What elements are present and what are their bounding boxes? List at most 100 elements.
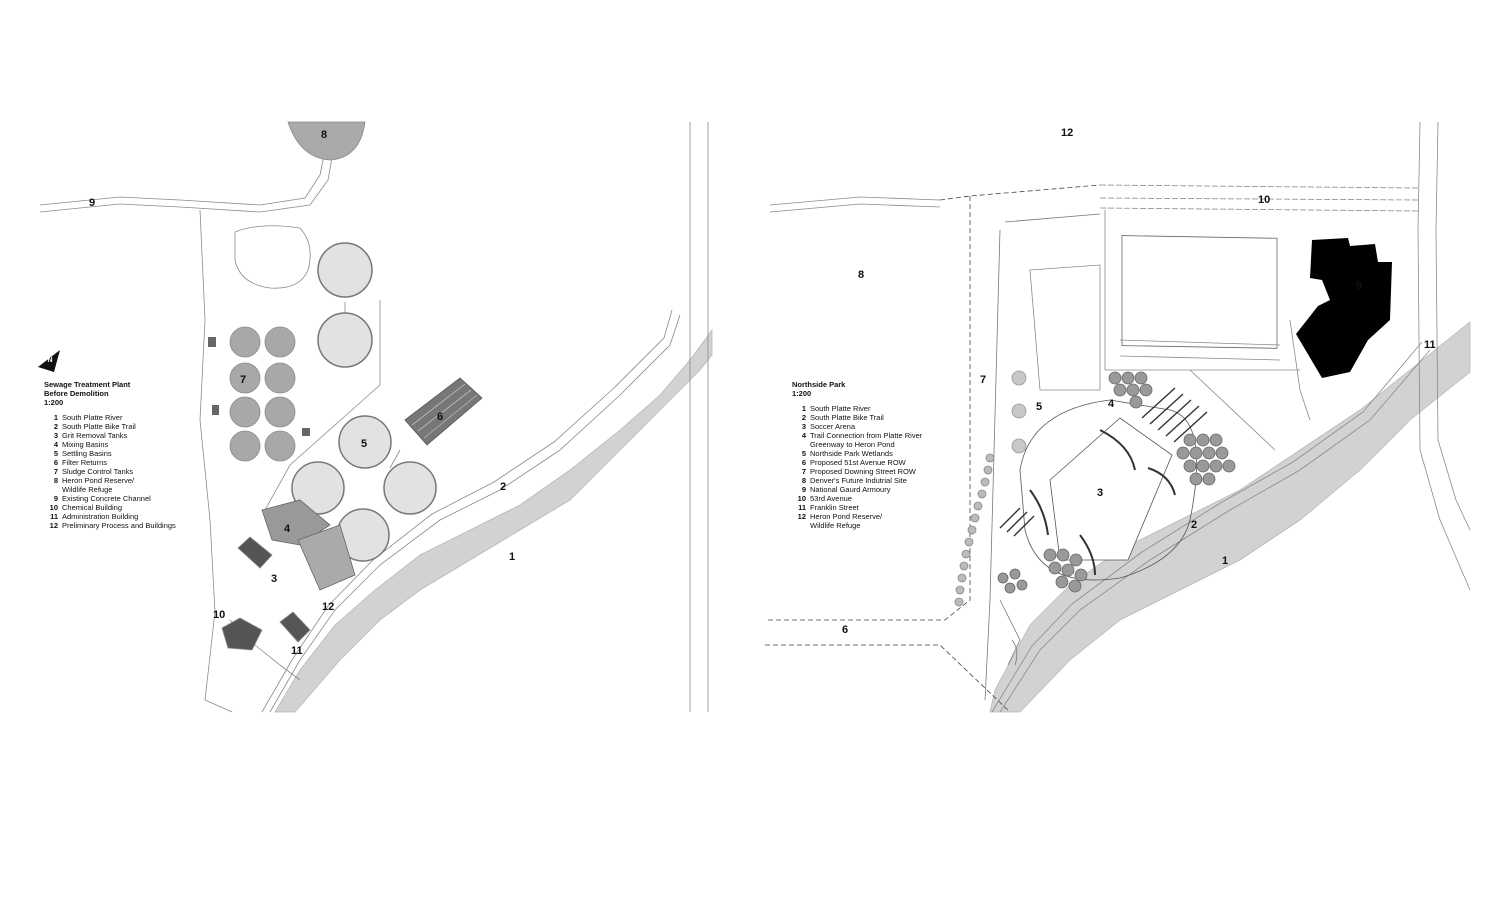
legend-item-number: 6 bbox=[801, 458, 806, 467]
legend-item-label: Chemical Building bbox=[62, 503, 123, 512]
left-settling-basin bbox=[317, 312, 373, 368]
right-street-trees bbox=[954, 453, 995, 607]
left-bike-trail bbox=[269, 314, 681, 713]
right-legend-item: 5 Northside Park Wetlands bbox=[792, 449, 952, 458]
legend-item-number: 8 bbox=[53, 476, 58, 485]
legend-item-label: Trail Connection from Platte River Green… bbox=[810, 431, 923, 449]
legend-item-number: 8 bbox=[801, 476, 806, 485]
right-marker-9: 9 bbox=[1356, 280, 1362, 292]
left-heron-pond bbox=[287, 121, 366, 161]
left-legend-item: 1 South Platte River bbox=[44, 413, 194, 422]
right-legend-item: 1 South Platte River bbox=[792, 404, 952, 413]
legend-item-label: South Platte Bike Trail bbox=[810, 413, 884, 422]
right-legend-title: Northside Park bbox=[792, 380, 846, 389]
legend-item-label: Settling Basins bbox=[62, 449, 112, 458]
legend-item-number: 11 bbox=[50, 512, 58, 521]
legend-item-label: Heron Pond Reserve/ Wildlife Refuge bbox=[810, 512, 883, 530]
right-marker-2: 2 bbox=[1191, 519, 1197, 531]
legend-item-number: 4 bbox=[801, 431, 806, 440]
legend-item-label: South Platte River bbox=[62, 413, 123, 422]
legend-item-label: Filter Returns bbox=[62, 458, 108, 467]
left-marker-6: 6 bbox=[437, 411, 443, 423]
right-site-plan bbox=[765, 121, 1471, 713]
legend-item-number: 5 bbox=[801, 449, 806, 458]
legend-item-number: 5 bbox=[53, 449, 58, 458]
left-settling-basin bbox=[338, 415, 392, 469]
legend-item-label: Preliminary Process and Buildings bbox=[62, 521, 176, 530]
legend-item-number: 9 bbox=[53, 494, 58, 503]
left-settling-basin bbox=[317, 242, 373, 298]
legend-item-label: Grit Removal Tanks bbox=[62, 431, 128, 440]
left-legend-scale: 1:200 bbox=[44, 398, 64, 407]
left-wetland-outline bbox=[234, 225, 311, 289]
left-marker-3: 3 bbox=[271, 573, 277, 585]
right-marker-10: 10 bbox=[1258, 194, 1270, 206]
legend-item-label: National Gaurd Armoury bbox=[810, 485, 891, 494]
left-marker-12: 12 bbox=[322, 601, 334, 613]
right-parking bbox=[1104, 210, 1311, 451]
legend-item-number: 3 bbox=[801, 422, 806, 431]
legend-item-label: Heron Pond Reserve/ Wildlife Refuge bbox=[62, 476, 135, 494]
right-marker-3: 3 bbox=[1097, 487, 1103, 499]
legend-item-number: 1 bbox=[53, 413, 58, 422]
legend-item-label: 53rd Avenue bbox=[810, 494, 852, 503]
right-53rd-avenue bbox=[1099, 184, 1419, 212]
left-sludge-tanks bbox=[229, 326, 296, 462]
right-legend-item: 4 Trail Connection from Platte River Gree… bbox=[792, 431, 952, 449]
legend-item-number: 7 bbox=[53, 467, 58, 476]
left-marker-2: 2 bbox=[500, 481, 506, 493]
right-tree-cluster bbox=[997, 371, 1236, 594]
left-site-plan bbox=[39, 121, 713, 713]
left-river bbox=[274, 328, 713, 713]
left-marker-4: 4 bbox=[284, 523, 291, 535]
legend-item-label: Proposed Downing Street ROW bbox=[810, 467, 916, 476]
right-wetland-ponds bbox=[1011, 370, 1027, 454]
left-marker-7: 7 bbox=[240, 374, 246, 386]
right-soccer-field bbox=[1049, 417, 1173, 561]
legend-item-number: 12 bbox=[49, 521, 58, 530]
right-bike-trail bbox=[991, 341, 1431, 713]
left-marker-5: 5 bbox=[361, 438, 367, 450]
left-filter-returns bbox=[404, 377, 483, 446]
legend-item-label: Denver's Future Indutrial Site bbox=[810, 476, 907, 485]
right-marker-1: 1 bbox=[1222, 555, 1228, 567]
right-national-guard-armoury bbox=[1296, 238, 1392, 378]
north-label: N bbox=[47, 357, 52, 364]
left-marker-11: 11 bbox=[291, 645, 303, 657]
left-legend-title: Sewage Treatment Plant bbox=[44, 380, 131, 389]
left-admin-building bbox=[279, 611, 311, 643]
left-marker-9: 9 bbox=[89, 197, 95, 209]
legend-item-label: Northside Park Wetlands bbox=[810, 449, 893, 458]
right-marker-7: 7 bbox=[980, 374, 986, 386]
right-armory-lot bbox=[1121, 235, 1278, 349]
legend-item-number: 9 bbox=[801, 485, 806, 494]
right-marker-5: 5 bbox=[1036, 401, 1042, 413]
left-marker-8: 8 bbox=[321, 129, 327, 141]
right-marker-11: 11 bbox=[1424, 339, 1436, 351]
left-chemical-building bbox=[221, 617, 263, 651]
legend-item-number: 3 bbox=[53, 431, 58, 440]
right-industrial-boundary bbox=[765, 184, 1101, 713]
right-marker-8: 8 bbox=[858, 269, 864, 281]
right-striped-beds bbox=[999, 387, 1208, 537]
legend-item-number: 10 bbox=[797, 494, 806, 503]
legend-item-label: South Platte Bike Trail bbox=[62, 422, 136, 431]
legend-item-label: South Platte River bbox=[810, 404, 871, 413]
legend-item-number: 11 bbox=[798, 503, 806, 512]
legend-item-label: Mixing Basins bbox=[62, 440, 109, 449]
left-legend-item: 8 Heron Pond Reserve/ Wildlife Refuge bbox=[44, 476, 194, 494]
right-marker-6: 6 bbox=[842, 624, 848, 636]
legend-item-number: 1 bbox=[801, 404, 806, 413]
